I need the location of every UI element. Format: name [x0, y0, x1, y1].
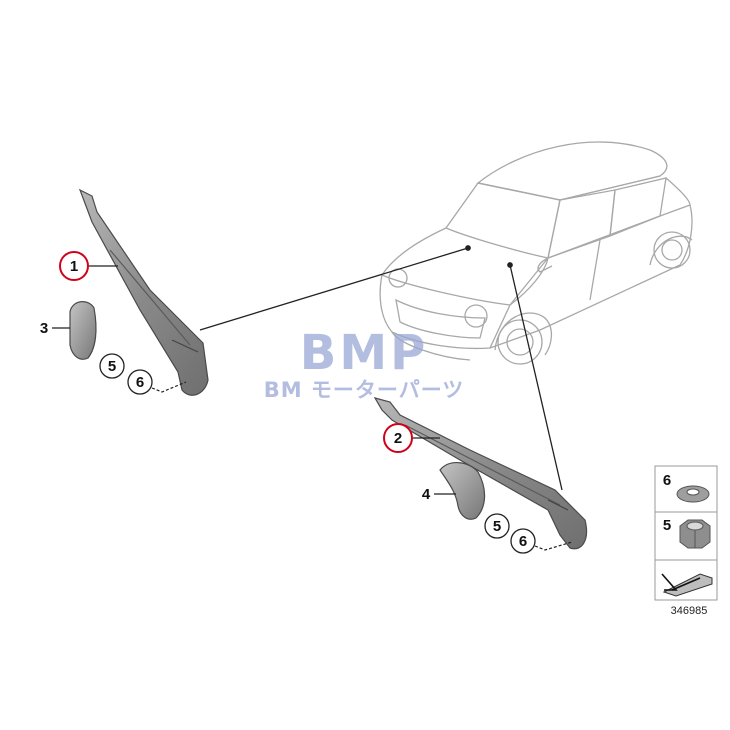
legend-6-label: 6 [663, 472, 671, 489]
legend-5-label: 5 [663, 517, 671, 534]
legend-box: 6 5 346985 [654, 465, 718, 617]
callout-6-left: 6 [127, 369, 187, 395]
leader-lines [199, 245, 563, 491]
wiper-cap-left [69, 301, 97, 360]
callout-5-left: 5 [99, 353, 125, 379]
callout-5-left-label: 5 [108, 358, 116, 375]
wiper-cap-right [439, 462, 486, 520]
hex-nut-icon [679, 519, 711, 549]
callout-2: 2 [383, 423, 440, 453]
callout-3: 3 [40, 320, 70, 337]
callout-6-right-label: 6 [519, 533, 527, 550]
wiper-arm-right [373, 397, 588, 550]
wiper-arm-left [78, 188, 209, 396]
callout-4-label: 4 [422, 486, 431, 503]
callout-4: 4 [422, 486, 456, 503]
callout-1: 1 [59, 251, 118, 281]
callout-5-right-label: 5 [493, 518, 501, 535]
washer-icon [676, 485, 710, 503]
callout-6-right: 6 [510, 528, 573, 554]
arrow-wedge-icon [661, 573, 713, 597]
watermark-subtitle: BM モーターパーツ [264, 378, 465, 402]
callout-3-label: 3 [40, 320, 48, 337]
callout-5-right: 5 [484, 513, 510, 539]
callout-2-label: 2 [394, 430, 402, 447]
callout-1-label: 1 [70, 258, 78, 275]
watermark: BMP BM モーターパーツ [264, 325, 465, 402]
watermark-logo: BMP [300, 325, 429, 381]
car-outline [379, 141, 693, 365]
callout-6-left-label: 6 [136, 374, 144, 391]
reference-number: 346985 [671, 605, 708, 617]
